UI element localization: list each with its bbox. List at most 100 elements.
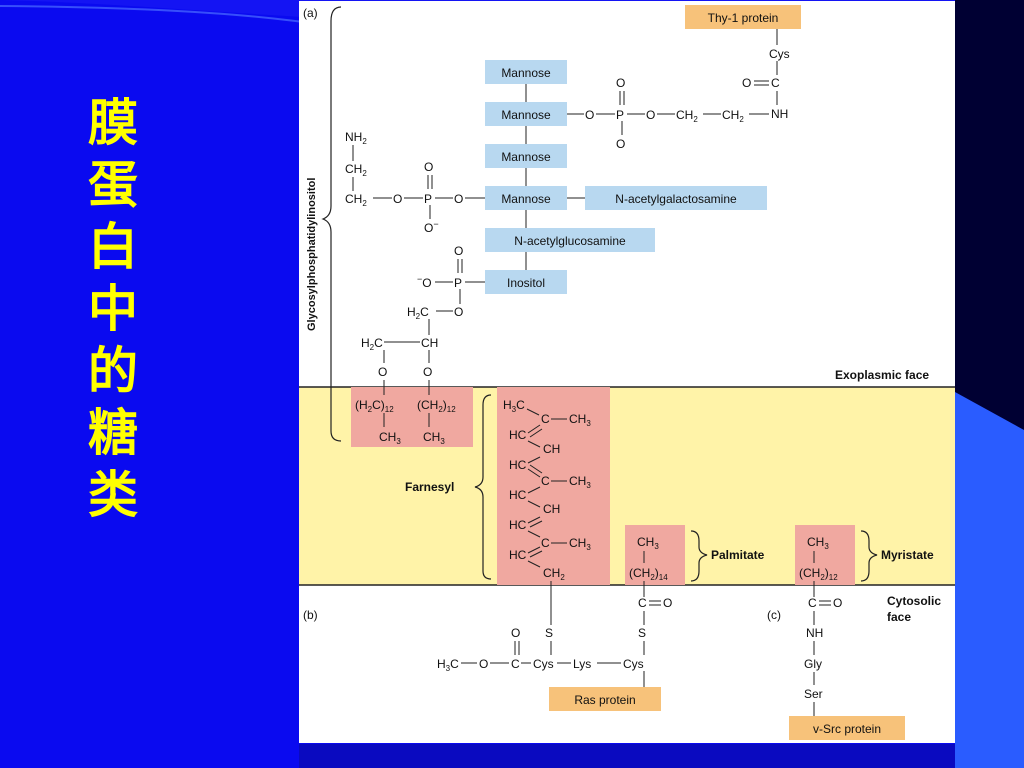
double-bond [527,424,541,434]
hc-group: HC [509,428,527,442]
bond [527,560,541,568]
mannose-label-4: Mannose [501,192,551,206]
o-atom: O [616,76,625,90]
title-char: 的 [88,342,138,400]
cytosolic-face-label-1: Cytosolic [887,594,941,608]
o-atom: O [616,137,625,151]
glcnac-box [485,228,655,252]
o-atom: O [833,596,842,610]
cys-label: Cys [769,47,790,61]
hc-group: HC [509,548,527,562]
o-atom: O [454,244,463,258]
carbonyl-c: C [771,76,780,90]
bond [527,456,541,464]
o-atom: O [585,108,594,122]
c-atom: C [541,536,550,550]
mannose-box-1 [485,60,567,84]
mannose-label-1: Mannose [501,66,551,80]
farnesyl-brace [474,394,492,580]
title-char: 中 [88,280,138,338]
c-atom: C [638,596,647,610]
ch-group: CH [543,502,560,516]
vsrc-protein-label: v-Src protein [813,722,881,736]
ch3-group: CH3 [569,412,591,428]
ch3-group: CH3 [637,535,659,551]
galnac-label: N-acetylgalactosamine [615,192,737,206]
title-char: 糖 [88,404,138,462]
inositol-label: Inositol [507,276,545,290]
o-minus: −O [417,274,432,290]
panel-label-c: (c) [767,608,781,622]
double-bond [529,428,543,438]
o-atom: O [393,192,402,206]
p-atom: P [454,276,462,290]
mannose-box-4 [485,186,567,210]
exoplasmic-face-label: Exoplasmic face [835,368,929,382]
galnac-box [585,186,767,210]
palmitate-label: Palmitate [711,548,765,562]
myristate-label: Myristate [881,548,934,562]
o-atom: O [424,160,433,174]
panel-label-a: (a) [303,6,318,20]
lys-label: Lys [573,657,591,671]
title-char: 膜 [88,94,138,152]
myristate-brace [860,530,878,582]
h3c-group: H3C [437,657,459,673]
ch2-group: CH2 [543,566,565,582]
ch3-group: CH3 [379,430,401,446]
h3c-group: H3C [503,398,525,414]
thy1-protein-label: Thy-1 protein [708,11,779,25]
palmitate-box [625,525,685,585]
h2c-group: H2C [407,305,429,321]
hc-group: HC [509,458,527,472]
double-bond [527,516,541,524]
hc-group: HC [509,488,527,502]
s-atom: S [638,626,646,640]
ch3-group: CH3 [569,474,591,490]
ch-group: CH [543,442,560,456]
alkyl-chain: (CH2)12 [799,566,838,582]
cys-label: Cys [623,657,644,671]
farnesyl-box [497,387,610,585]
gly-label: Gly [804,657,822,671]
bond [527,530,541,538]
ser-label: Ser [804,687,823,701]
h2c-group: H2C [361,336,383,352]
o-atom: O [663,596,672,610]
title-char: 类 [88,466,138,524]
o-atom: O [479,657,488,671]
ch3-group: CH3 [807,535,829,551]
double-bond [529,520,543,528]
hc-group: HC [509,518,527,532]
panel-label-b: (b) [303,608,318,622]
p-atom: P [616,108,624,122]
alkyl-chain: (CH2)14 [629,566,668,582]
gpi-brace [321,6,342,442]
double-bond [529,464,543,474]
amide-nh: NH [771,107,788,121]
o-atom: O [378,365,387,379]
double-bond [529,550,543,558]
o-atom: O [511,626,520,640]
mannose-label-3: Mannose [501,150,551,164]
s-atom: S [545,626,553,640]
c-atom: C [541,412,550,426]
mannose-box-2 [485,102,567,126]
ch2-group: CH2 [345,162,367,178]
gpi-lipid-box [351,387,473,447]
cytosolic-face-label-2: face [887,610,911,624]
figure-svg: (a) (b) (c) Glycosylphosphatidylinositol… [299,5,955,740]
cys-label: Cys [533,657,554,671]
nh-group: NH [806,626,823,640]
ras-protein-label: Ras protein [574,693,635,707]
double-bond [527,546,541,554]
myristate-box [795,525,855,585]
o-atom: O [454,192,463,206]
ch3-group: CH3 [423,430,445,446]
ch2-group: CH2 [722,108,744,124]
c-atom: C [808,596,817,610]
double-bond [527,468,541,478]
o-atom: O [423,365,432,379]
bond [527,440,541,448]
